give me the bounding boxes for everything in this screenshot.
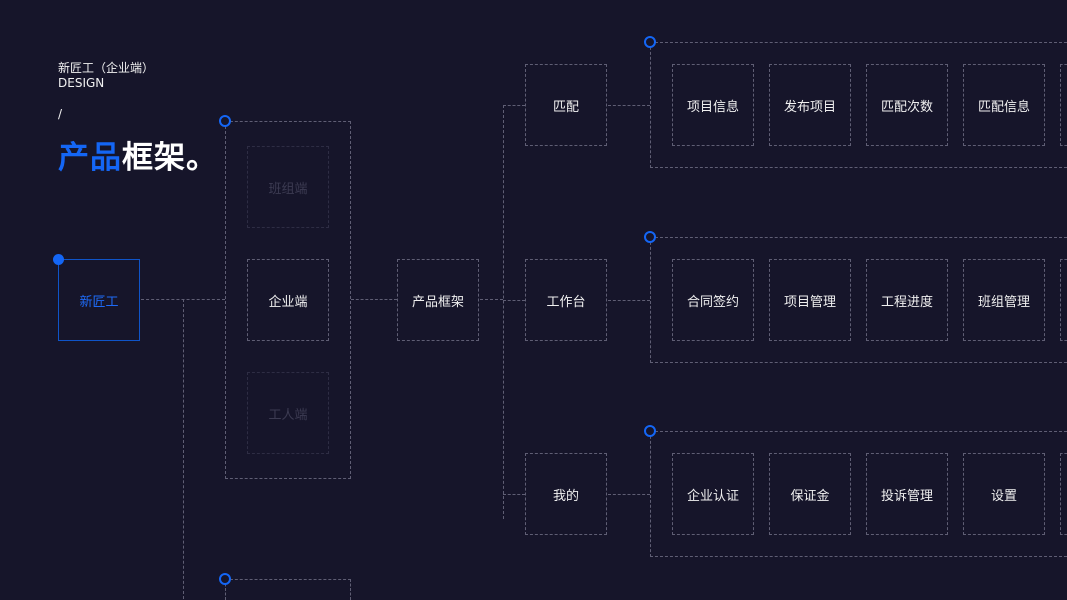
title-white: 框架。	[122, 140, 218, 176]
mine-item[interactable]: 企业认证	[672, 453, 754, 535]
connector	[183, 299, 184, 599]
mine-items-group	[650, 431, 1067, 557]
mine-item[interactable]: 设置	[963, 453, 1045, 535]
mine-item[interactable]: 投诉管理	[866, 453, 948, 535]
workbench-item[interactable]: 工程进度	[866, 259, 948, 341]
mine-item[interactable]: 保证金	[769, 453, 851, 535]
group-ring-icon	[644, 36, 656, 48]
workbench-item[interactable]: 班组管理	[963, 259, 1045, 341]
client-node-enterprise[interactable]: 企业端	[247, 259, 329, 341]
mine-item[interactable]	[1060, 453, 1067, 535]
section-node-mine[interactable]: 我的	[525, 453, 607, 535]
connector	[351, 299, 397, 300]
match-item[interactable]: 匹配次数	[866, 64, 948, 146]
group-ring-icon	[644, 425, 656, 437]
connector	[608, 105, 650, 106]
match-item[interactable]: 项目信息	[672, 64, 754, 146]
client-node-team[interactable]: 班组端	[247, 146, 329, 228]
workbench-items-group	[650, 237, 1067, 363]
page-title: 产品框架。	[58, 132, 218, 177]
group-ring-icon	[219, 573, 231, 585]
client-node-worker[interactable]: 工人端	[247, 372, 329, 454]
connector	[503, 105, 525, 106]
workbench-item[interactable]: 项目管理	[769, 259, 851, 341]
connector	[608, 300, 650, 301]
group-ring-icon	[219, 115, 231, 127]
workbench-item[interactable]: 合同签约	[672, 259, 754, 341]
connector	[503, 105, 504, 519]
root-node[interactable]: 新匠工	[58, 259, 140, 341]
match-item[interactable]: 发布项目	[769, 64, 851, 146]
subtitle: 新匠工（企业端）	[58, 61, 155, 75]
root-dot-icon	[53, 254, 64, 265]
section-node-match[interactable]: 匹配	[525, 64, 607, 146]
group-ring-icon	[644, 231, 656, 243]
connector	[503, 494, 525, 495]
match-item[interactable]: 匹配信息	[963, 64, 1045, 146]
connector	[503, 300, 525, 301]
clients-group	[225, 121, 351, 479]
slash: /	[58, 107, 63, 121]
section-node-workbench[interactable]: 工作台	[525, 259, 607, 341]
connector	[608, 494, 650, 495]
match-items-group	[650, 42, 1067, 168]
framework-node[interactable]: 产品框架	[397, 259, 479, 341]
connector	[480, 299, 503, 300]
match-item[interactable]	[1060, 64, 1067, 146]
title-blue: 产品	[58, 140, 122, 176]
next-group	[225, 579, 351, 600]
workbench-item[interactable]	[1060, 259, 1067, 341]
design-label: DESIGN	[58, 76, 105, 90]
